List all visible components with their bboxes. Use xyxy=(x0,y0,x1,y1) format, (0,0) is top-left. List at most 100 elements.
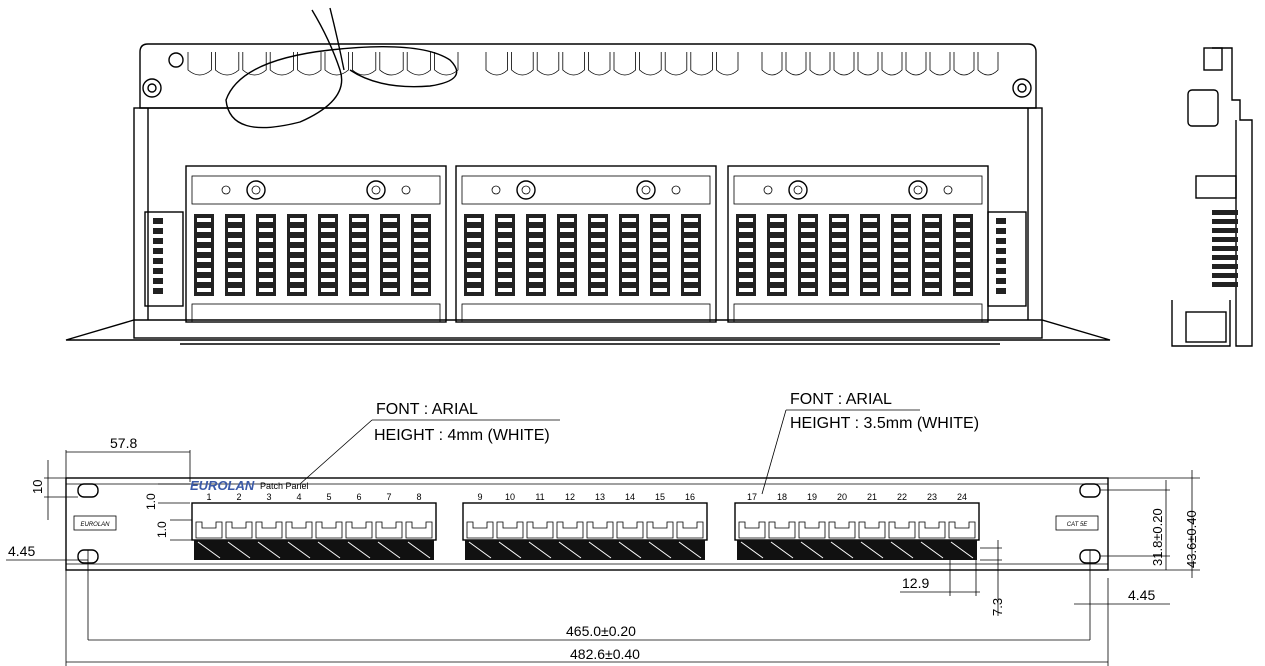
rj45-port xyxy=(466,521,494,539)
rj45-port xyxy=(858,521,886,539)
idc-connector xyxy=(650,214,670,296)
port-number: 6 xyxy=(356,492,361,502)
rj45-port xyxy=(285,521,313,539)
rj45-port xyxy=(616,521,644,539)
idc-connector xyxy=(767,214,787,296)
cable-loop xyxy=(225,9,458,129)
dim-1-0-top: 1.0 xyxy=(144,493,158,510)
left-note-height: HEIGHT : 4mm (WHITE) xyxy=(374,427,550,444)
rj45-port xyxy=(345,521,373,539)
rj45-port xyxy=(586,521,614,539)
port-number: 8 xyxy=(416,492,421,502)
idc-connector xyxy=(922,214,942,296)
idc-connector xyxy=(736,214,756,296)
idc-connector xyxy=(194,214,214,296)
mounting-slot xyxy=(77,483,99,498)
right-badge-text: CAT 5E xyxy=(1067,522,1089,528)
idc-connector xyxy=(619,214,639,296)
port-number: 2 xyxy=(236,492,241,502)
rj45-port xyxy=(405,521,433,539)
module xyxy=(185,165,447,323)
right-badge xyxy=(1055,515,1099,531)
rj45-port xyxy=(798,521,826,539)
rj45-port xyxy=(676,521,704,539)
cable-comb xyxy=(187,52,999,76)
module xyxy=(727,165,989,323)
annotation-right: FONT : ARIAL HEIGHT : 3.5mm (WHITE) xyxy=(761,391,979,495)
idc-connector xyxy=(891,214,911,296)
dim-12-9: 12.9 xyxy=(902,575,929,591)
port-number: 11 xyxy=(535,492,544,502)
mount-screw-right xyxy=(1012,78,1032,98)
keystone-modules xyxy=(185,165,989,323)
dimensions: 57.8 10 1.0 1.0 4.45 4.45 12.9 7.3 xyxy=(6,435,1200,666)
idc-connector xyxy=(349,214,369,296)
idc-connector xyxy=(829,214,849,296)
port-number: 23 xyxy=(927,492,937,502)
terminal-block-left xyxy=(144,211,184,307)
front-panel xyxy=(65,477,1109,571)
rj45-port xyxy=(225,521,253,539)
port-block: 9 10 11 12 13 14 15 16 xyxy=(462,492,708,560)
left-badge xyxy=(73,515,117,531)
dim-7-3: 7.3 xyxy=(990,598,1005,616)
port-number: 7 xyxy=(386,492,391,502)
port-number: 17 xyxy=(747,492,757,502)
port-number: 10 xyxy=(505,492,515,502)
port-number: 24 xyxy=(957,492,967,502)
rj45-port xyxy=(375,521,403,539)
port-number: 1 xyxy=(206,492,211,502)
idc-connector xyxy=(464,214,484,296)
dim-43-6: 43.6±0.40 xyxy=(1184,510,1199,568)
port-number: 15 xyxy=(655,492,665,502)
module xyxy=(455,165,717,323)
rj45-port xyxy=(768,521,796,539)
rj45-port xyxy=(496,521,524,539)
port-number: 4 xyxy=(296,492,301,502)
dim-10: 10 xyxy=(30,480,45,494)
rj45-port xyxy=(948,521,976,539)
dim-1-0-side: 1.0 xyxy=(155,521,169,538)
rj45-port xyxy=(918,521,946,539)
dim-465: 465.0±0.20 xyxy=(566,623,636,639)
dim-4-45-left: 4.45 xyxy=(8,543,35,559)
eurolan-logo: EUROLAN xyxy=(190,478,255,493)
port-number: 5 xyxy=(326,492,331,502)
port-number: 21 xyxy=(867,492,877,502)
port-number: 16 xyxy=(685,492,695,502)
rj45-port xyxy=(255,521,283,539)
port-number: 22 xyxy=(897,492,907,502)
rj45-port xyxy=(195,521,223,539)
port-number: 20 xyxy=(837,492,847,502)
port-number: 12 xyxy=(565,492,575,502)
idc-connector xyxy=(526,214,546,296)
idc-connector xyxy=(318,214,338,296)
rj45-port xyxy=(888,521,916,539)
idc-connector xyxy=(798,214,818,296)
port-number: 13 xyxy=(595,492,605,502)
port-number: 9 xyxy=(477,492,482,502)
side-view xyxy=(1171,47,1253,347)
rj45-port xyxy=(646,521,674,539)
port-number: 19 xyxy=(807,492,817,502)
idc-connector xyxy=(588,214,608,296)
right-note-height: HEIGHT : 3.5mm (WHITE) xyxy=(790,415,979,432)
mounting-slot xyxy=(1079,483,1101,498)
port-number: 14 xyxy=(625,492,635,502)
rj45-port xyxy=(556,521,584,539)
rj45-port xyxy=(315,521,343,539)
dim-4-45-right: 4.45 xyxy=(1128,587,1155,603)
idc-connector xyxy=(256,214,276,296)
idc-connector xyxy=(411,214,431,296)
idc-connector xyxy=(860,214,880,296)
terminal-block-right xyxy=(987,211,1027,307)
idc-connector xyxy=(953,214,973,296)
idc-connector xyxy=(287,214,307,296)
side-screw xyxy=(1195,175,1237,199)
left-badge-text: EUROLAN xyxy=(80,522,110,528)
